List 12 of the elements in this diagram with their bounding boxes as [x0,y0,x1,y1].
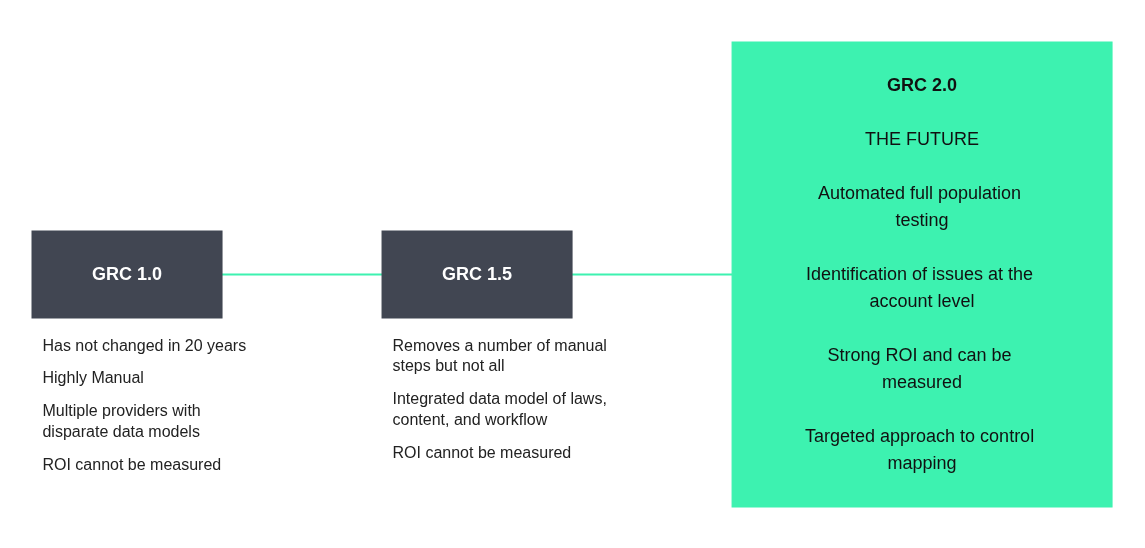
connector [221,273,384,275]
description-text: Has not changed in 20 years [42,335,247,356]
description-text: ROI cannot be measured [392,442,572,463]
description-text: Integrated data model of laws, content, and workflow [392,389,608,430]
node-box: GRC 1.0 [31,230,223,318]
node-box: GRC 1.5 [382,230,574,318]
description-text: Multiple providers with disparate data models [42,401,202,442]
description-text: Highly Manual [42,368,144,389]
node-box: GRC 2.0 THE FUTURE Automated full population testing Identification of issues at the account level Strong ROI and can be measured Targeted approach to control mapping [732,41,1114,507]
connector [571,273,734,275]
description-text: Removes a number of manual steps but not all [392,335,608,377]
description-text: ROI cannot be measured [42,454,222,475]
